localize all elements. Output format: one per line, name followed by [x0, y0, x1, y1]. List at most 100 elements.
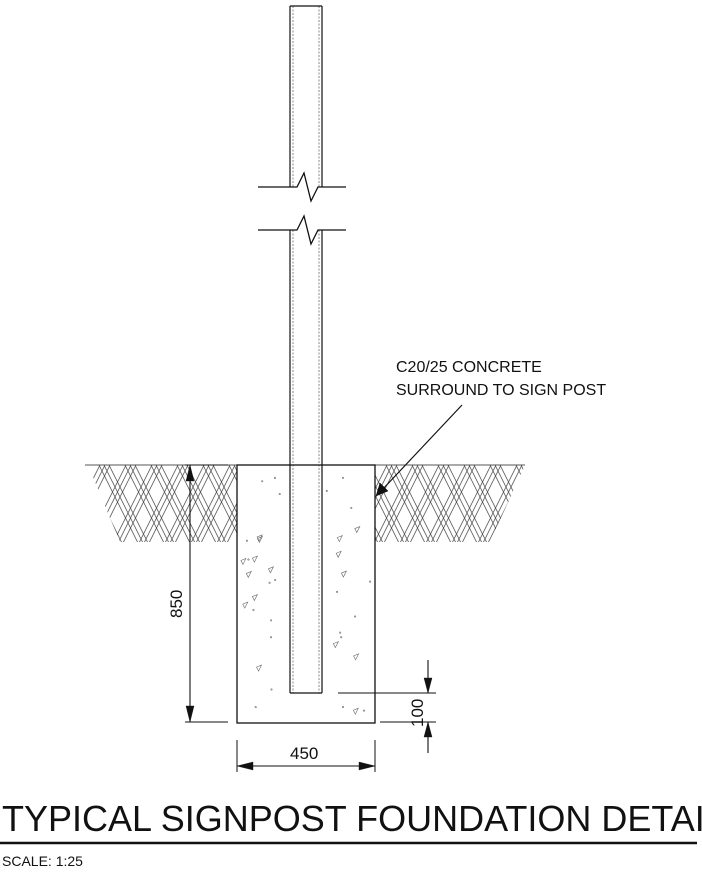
hatch-stroke [547, 465, 587, 545]
hatch-stroke [111, 465, 153, 542]
hatch-stroke [534, 465, 574, 545]
hatch-stroke [382, 465, 424, 542]
aggregate-dot [325, 489, 328, 492]
hatch-stroke [88, 465, 114, 542]
aggregate-dot [340, 636, 343, 639]
hatch-stroke [39, 465, 79, 545]
hatch-stroke [486, 465, 525, 542]
hatch-stroke [142, 465, 184, 542]
aggregate-mark [340, 570, 347, 578]
hatch-stroke [424, 465, 466, 542]
aggregate-dot [245, 539, 248, 542]
aggregate-mark [336, 535, 343, 543]
aggregate-dot [261, 480, 264, 483]
aggregate-dot [341, 705, 344, 708]
hatch-stroke [385, 465, 427, 542]
depth-dimension-label: 850 [167, 590, 186, 618]
hatch-stroke [375, 465, 411, 542]
hatch-stroke [390, 465, 432, 542]
hatch-stroke [552, 465, 592, 545]
hatch-stroke [568, 465, 608, 545]
hatch-stroke [526, 465, 566, 545]
hatch-stroke [455, 465, 497, 542]
aggregate-dot [270, 619, 273, 622]
aggregate-dot [252, 608, 255, 611]
hatch-stroke [520, 465, 525, 542]
hatch-stroke [375, 465, 414, 542]
hatch-stroke [463, 465, 505, 542]
hatch-stroke [421, 465, 463, 542]
hatch-stroke [489, 465, 525, 542]
hatch-stroke [90, 465, 132, 542]
aggregate-dot [254, 706, 257, 709]
hatch-stroke [88, 465, 98, 542]
hatch-stroke [560, 465, 600, 545]
hatch-stroke [134, 465, 176, 542]
hatch-stroke [18, 465, 58, 545]
aggregate-dot [274, 578, 277, 581]
hatch-stroke [375, 465, 401, 542]
aggregate-mark [256, 664, 263, 672]
aggregate-mark [353, 653, 360, 661]
hatch-stroke [539, 465, 579, 545]
hatch-stroke [499, 465, 525, 542]
hatch-stroke [88, 465, 111, 542]
aggregate-dot [354, 615, 357, 618]
hatch-stroke [34, 465, 74, 545]
hatch-stroke [108, 465, 150, 542]
hatch-stroke [228, 465, 237, 542]
aggregate-mark [332, 641, 339, 649]
hatch-stroke [212, 465, 237, 542]
hatch-stroke [88, 465, 124, 542]
aggregate-mark [256, 535, 264, 544]
hatch-stroke [155, 465, 197, 542]
hatch-stroke [150, 465, 192, 542]
hatch-stroke [26, 465, 66, 545]
drawing-title: TYPICAL SIGNPOST FOUNDATION DETAIL [2, 798, 702, 839]
hatch-stroke [202, 465, 237, 542]
hatch-stroke [173, 465, 215, 542]
hatch-stroke [468, 465, 510, 542]
hatch-stroke [194, 465, 236, 542]
aggregate-dot [278, 492, 281, 495]
hatch-stroke [542, 465, 582, 545]
hatch-stroke [88, 465, 106, 542]
hatch-stroke [377, 465, 419, 542]
hatch-stroke [98, 465, 140, 542]
hatch-stroke [507, 465, 525, 542]
hatch-stroke [103, 465, 145, 542]
hatch-stroke [494, 465, 525, 542]
hatch-stroke [21, 465, 61, 545]
hatch-stroke [375, 465, 385, 542]
ground-hatch-left [13, 465, 237, 545]
hatch-stroke [207, 465, 237, 542]
hatch-stroke [186, 465, 228, 542]
hatch-stroke [88, 465, 101, 542]
aggregate-mark [251, 593, 258, 602]
hatch-stroke [88, 465, 119, 542]
hatch-stroke [129, 465, 171, 542]
aggregate-dot [247, 558, 250, 561]
hatch-stroke [13, 465, 53, 545]
hatch-stroke [416, 465, 458, 542]
width-dimension [236, 740, 376, 772]
hatch-stroke [460, 465, 502, 542]
hatch-stroke [481, 465, 523, 542]
hatch-stroke [137, 465, 179, 542]
hatch-stroke [88, 465, 127, 542]
hatch-stroke [375, 465, 388, 542]
hatch-stroke [215, 465, 237, 542]
hatch-stroke [375, 465, 406, 542]
hatch-stroke [403, 465, 445, 542]
hatch-stroke [429, 465, 471, 542]
hatch-stroke [437, 465, 479, 542]
hatch-stroke [147, 465, 189, 542]
sign-post [258, 5, 346, 694]
hatch-stroke [515, 465, 525, 542]
aggregate-dot [339, 631, 342, 634]
hatch-stroke [176, 465, 218, 542]
concrete-surround [236, 464, 376, 724]
hatch-stroke [375, 465, 398, 542]
